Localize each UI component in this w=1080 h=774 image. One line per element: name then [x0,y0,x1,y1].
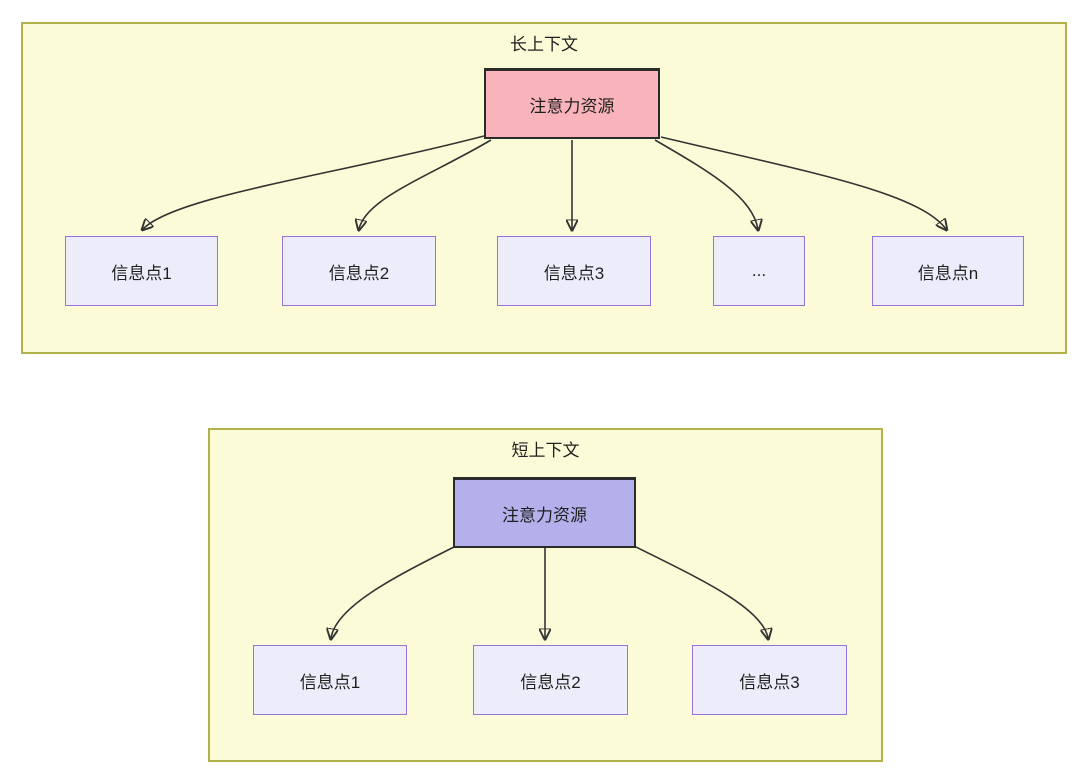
attention-node-long: 注意力资源 [484,68,660,139]
info-node-long-1: 信息点1 [65,236,218,306]
info-node-long-ellipsis: ... [713,236,805,306]
info-node-long-2: 信息点2 [282,236,436,306]
attention-node-short: 注意力资源 [453,477,636,548]
info-node-long-3: 信息点3 [497,236,651,306]
info-node-short-3: 信息点3 [692,645,847,715]
info-node-long-n: 信息点n [872,236,1024,306]
info-node-short-1: 信息点1 [253,645,407,715]
long-context-title: 长上下文 [510,35,578,54]
short-context-title: 短上下文 [511,441,580,460]
info-node-short-2: 信息点2 [473,645,628,715]
